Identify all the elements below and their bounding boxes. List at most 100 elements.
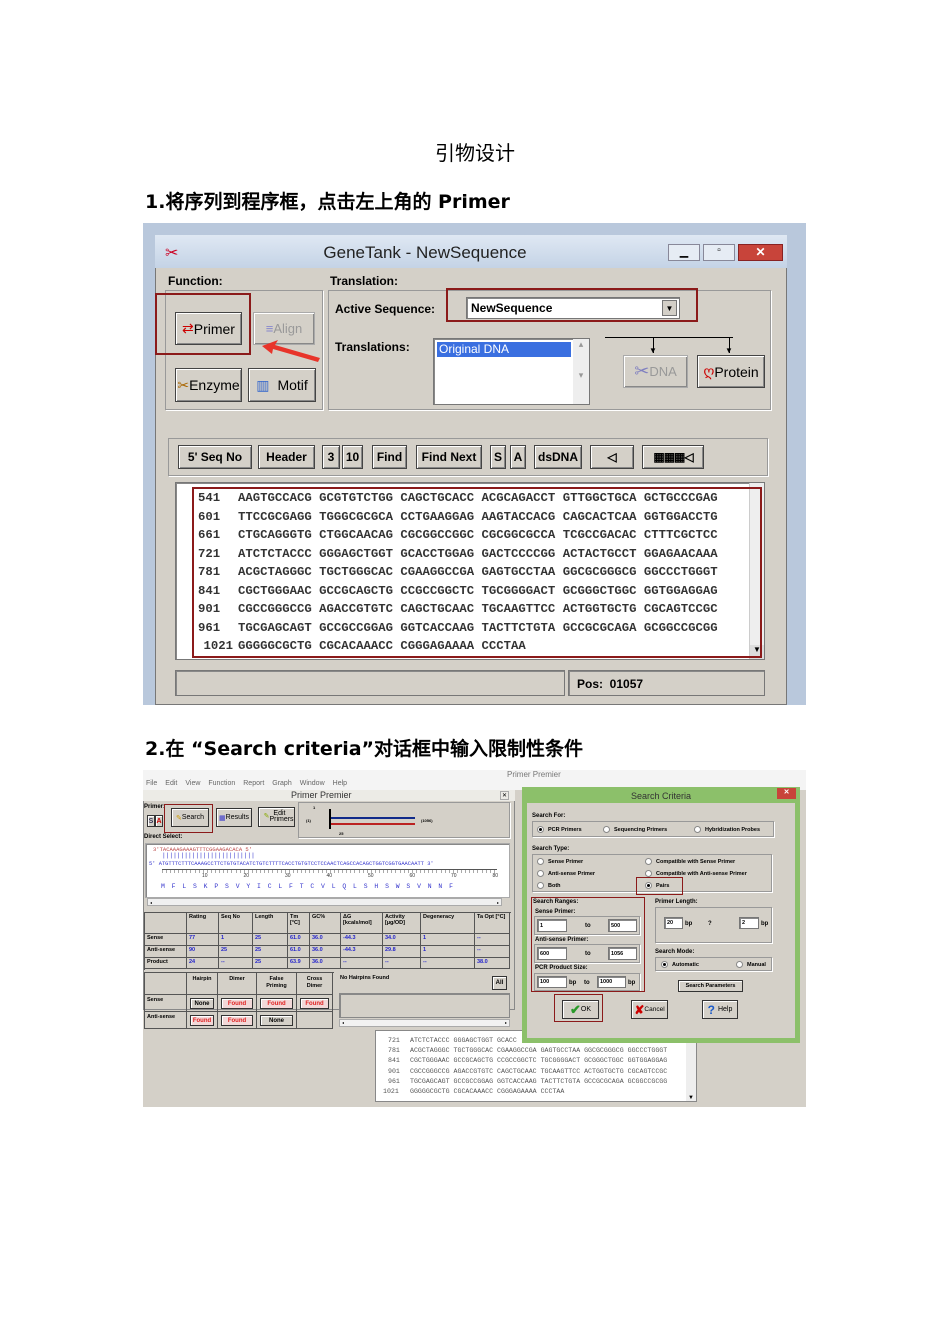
table-cell (187, 995, 218, 1012)
search-parameters-button[interactable]: Search Parameters (678, 980, 743, 992)
dna-button[interactable]: ✂DNA (623, 355, 688, 388)
menu-item[interactable]: View (185, 780, 201, 787)
menu-item[interactable]: Edit (165, 780, 178, 787)
product-to-input[interactable]: 1000 (597, 976, 626, 988)
table-cell: 61.0 (288, 946, 310, 958)
speaker-icon: ◁ (607, 450, 617, 464)
search-mode-label: Search Mode: (655, 949, 695, 955)
all-button[interactable]: All (492, 976, 507, 990)
radio-icon[interactable] (694, 826, 701, 833)
help-button[interactable]: ?Help (702, 1000, 738, 1019)
cancel-button[interactable]: ✘Cancel (631, 1000, 668, 1019)
radio-icon[interactable] (603, 826, 610, 833)
search-button[interactable]: ✎Search (171, 808, 209, 827)
radio-option[interactable]: Hybridization Probes (694, 826, 760, 833)
background-scrollbar[interactable]: ▼ (686, 1035, 696, 1101)
radio-option[interactable]: Sequencing Primers (603, 826, 667, 833)
toolbar-button[interactable]: A (510, 445, 526, 469)
table-cell: -- (421, 958, 475, 969)
toolbar-button[interactable]: 5' Seq No (178, 445, 252, 469)
sound-button[interactable]: ◁ (590, 445, 634, 469)
toolbar-button[interactable]: Find Next (416, 445, 482, 469)
enzyme-button[interactable]: ✂Enzyme (175, 368, 242, 402)
radio-option[interactable]: Anti-sense Primer (537, 870, 595, 877)
ruler-tick-label: 70 (451, 873, 457, 879)
minimize-button[interactable]: ▁ (668, 244, 700, 261)
antisense-from-input[interactable]: 600 (537, 947, 567, 960)
menu-item[interactable]: File (146, 780, 158, 787)
analysis-result-button[interactable]: Found (221, 1015, 253, 1026)
chevron-down-icon[interactable]: ▼ (662, 300, 677, 316)
close-button[interactable]: ✕ (738, 244, 783, 261)
primer-length-input[interactable]: 20 (664, 917, 683, 929)
menu-item[interactable]: Graph (272, 780, 292, 787)
sense-toggle[interactable]: S (147, 815, 155, 827)
toolbar-button[interactable]: 3 (322, 445, 340, 469)
toolbar-button[interactable]: Header (258, 445, 315, 469)
radio-icon[interactable] (736, 961, 743, 968)
ok-button[interactable]: ✔OK (562, 1000, 599, 1019)
toolbar-button[interactable]: 10 (342, 445, 363, 469)
analysis-result-button[interactable]: None (260, 1015, 293, 1026)
radio-option[interactable]: Sense Primer (537, 858, 583, 865)
antisense-toggle[interactable]: A (155, 815, 163, 827)
primer-label: Primer (193, 320, 235, 337)
motif-button[interactable]: ▥Motif (248, 368, 316, 402)
radio-icon[interactable] (645, 870, 652, 877)
translation-item-original-dna[interactable]: Original DNA (437, 342, 571, 357)
radio-icon[interactable] (537, 826, 544, 833)
menu-item[interactable]: Help (332, 780, 348, 787)
align-button[interactable]: ≡Align (253, 312, 315, 345)
radio-icon[interactable] (537, 882, 544, 889)
radio-icon[interactable] (645, 882, 652, 889)
hairpin-scrollbar[interactable]: ◂▸ (339, 1019, 510, 1027)
active-sequence-select[interactable]: NewSequence▼ (466, 297, 680, 319)
toolbar-button[interactable]: S (490, 445, 506, 469)
translations-scrollbar[interactable]: ▴▾ (573, 339, 589, 404)
menu-item[interactable]: Function (208, 780, 236, 787)
radio-option[interactable]: Compatible with Anti-sense Primer (645, 870, 747, 877)
primer-button[interactable]: ⇄Primer (175, 312, 242, 345)
translations-list[interactable]: Original DNA ▴▾ (433, 338, 590, 405)
direct-select-scrollbar[interactable]: ◂▸ (147, 898, 502, 906)
radio-icon[interactable] (537, 858, 544, 865)
sequence-row: GGGGGCGCTG CGCACAAACC CGGGAGAAAA CCCTAA (238, 639, 526, 653)
maximize-button[interactable]: ▫ (703, 244, 735, 261)
toolbar-button[interactable]: Find (372, 445, 407, 469)
product-from-input[interactable]: 100 (537, 976, 567, 988)
radio-icon[interactable] (661, 961, 668, 968)
analysis-result-button[interactable]: None (190, 998, 214, 1009)
radio-option[interactable]: Compatible with Sense Primer (645, 858, 735, 865)
keyboard-button[interactable]: ▦▦▦◁ (642, 445, 704, 469)
arrow-annotation (262, 340, 322, 362)
radio-option[interactable]: Automatic (661, 961, 699, 968)
inner-close-button[interactable]: ✕ (499, 791, 509, 800)
radio-option[interactable]: Both (537, 882, 561, 889)
sense-from-input[interactable]: 1 (537, 919, 567, 932)
sense-to-input[interactable]: 500 (608, 919, 637, 932)
toolbar-button[interactable]: dsDNA (534, 445, 582, 469)
radio-icon[interactable] (537, 870, 544, 877)
dialog-close-button[interactable]: ✕ (777, 788, 796, 799)
antisense-to-input[interactable]: 1056 (608, 947, 637, 960)
antisense-range-group (534, 944, 640, 963)
table-cell: -- (475, 934, 510, 946)
table-cell: -- (475, 946, 510, 958)
analysis-result-button[interactable]: Found (260, 998, 293, 1009)
analysis-result-button[interactable]: Found (221, 998, 253, 1009)
radio-option[interactable]: PCR Primers (537, 826, 582, 833)
menu-item[interactable]: Report (243, 780, 265, 787)
analysis-result-button[interactable]: Found (300, 998, 329, 1009)
menu-item[interactable]: Window (299, 780, 325, 787)
radio-icon[interactable] (645, 858, 652, 865)
radio-option[interactable]: Pairs (645, 882, 669, 889)
sequence-editor[interactable] (175, 482, 765, 660)
primer-length-tolerance-input[interactable]: 2 (739, 917, 759, 929)
analysis-result-button[interactable]: Found (190, 1015, 214, 1026)
table-cell: 25 (253, 946, 288, 958)
results-button[interactable]: ▦Results (216, 808, 252, 827)
edit-primers-button[interactable]: ✎Edit Primers (258, 807, 295, 827)
radio-option[interactable]: Manual (736, 961, 766, 968)
row-label: Sense (147, 997, 164, 1003)
